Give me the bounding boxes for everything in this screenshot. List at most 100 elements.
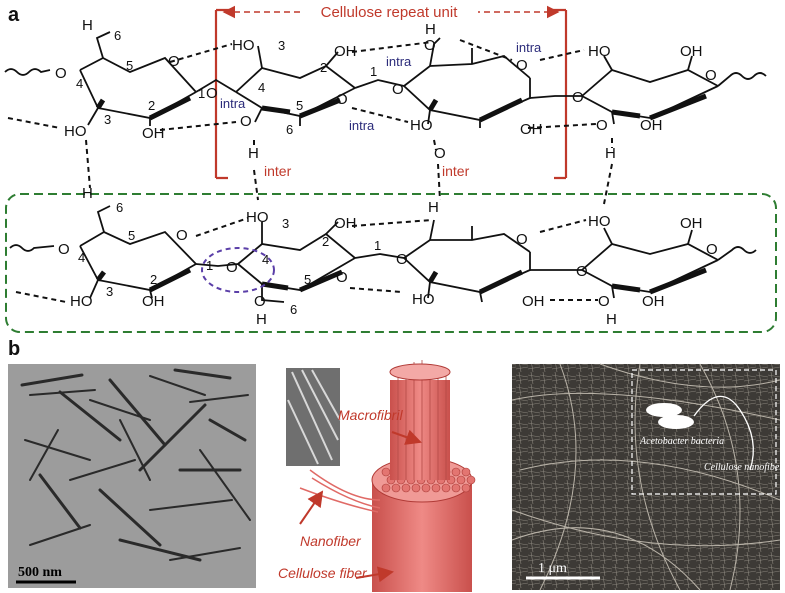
carbon-number: 2 bbox=[320, 60, 327, 75]
bottom-hydrogen-bonds bbox=[15, 217, 598, 303]
atom-label: HO bbox=[410, 117, 433, 134]
atom-label: O bbox=[424, 37, 436, 54]
carbon-number: 3 bbox=[106, 284, 113, 299]
atom-label: O bbox=[706, 241, 718, 258]
atom-label: OH bbox=[142, 125, 165, 142]
atom-label: O bbox=[576, 263, 588, 280]
atom-label: O bbox=[58, 241, 70, 258]
cellulose-structure: Cellulose repeat unit bbox=[4, 2, 777, 333]
intra-label: intra bbox=[386, 54, 412, 69]
intra-label: intra bbox=[516, 40, 542, 55]
bottom-chain-bonds bbox=[9, 205, 757, 303]
atom-label: OH bbox=[522, 293, 545, 310]
inter-label: inter bbox=[264, 163, 292, 179]
atom-label: H bbox=[82, 17, 93, 34]
atom-label: O bbox=[516, 231, 528, 248]
tem-scale-label: 500 nm bbox=[18, 565, 62, 580]
fibril-cross-section bbox=[451, 483, 461, 493]
repeat-unit-bracket bbox=[214, 8, 568, 180]
atom-label: O bbox=[336, 269, 348, 286]
carbon-number: 5 bbox=[296, 98, 303, 113]
atom-label: O bbox=[396, 251, 408, 268]
atom-label: O bbox=[240, 113, 252, 130]
carbon-number: 3 bbox=[104, 112, 111, 127]
fibril-cross-section bbox=[381, 467, 391, 477]
carbon-number: 4 bbox=[78, 250, 85, 265]
carbon-number: 4 bbox=[76, 76, 83, 91]
atom-label: OH bbox=[334, 215, 357, 232]
carbon-number: 1 bbox=[374, 238, 381, 253]
atom-label: OH bbox=[142, 293, 165, 310]
bottom-chain-atoms: H O O HO OH O HO OH O H O O H O HO OH O … bbox=[58, 185, 718, 328]
atom-label: O bbox=[392, 81, 404, 98]
atom-label: H bbox=[248, 145, 259, 162]
tem-micrograph: 500 nm bbox=[8, 364, 256, 588]
nanofibers-label: Cellulose nanofibers bbox=[704, 462, 785, 473]
atom-label: O bbox=[206, 85, 218, 102]
fibril-cross-section bbox=[461, 483, 471, 493]
atom-label: O bbox=[598, 293, 610, 310]
carbon-number: 6 bbox=[114, 28, 121, 43]
macrofibril-body bbox=[390, 380, 450, 480]
atom-label: HO bbox=[70, 293, 93, 310]
atom-label: O bbox=[176, 227, 188, 244]
atom-label: H bbox=[425, 21, 436, 38]
carbon-number: 5 bbox=[304, 272, 311, 287]
atom-label: H bbox=[256, 311, 267, 328]
atom-label: HO bbox=[588, 213, 611, 230]
bottom-chain-carbon-numbers: 6 5 4 3 2 1 4 3 2 1 5 6 bbox=[78, 200, 381, 317]
fibril-cross-section bbox=[431, 483, 441, 493]
atom-label: OH bbox=[334, 43, 357, 60]
panel-a-letter: a bbox=[8, 4, 20, 26]
fiber-hierarchy-illustration: Macrofibril Nanofiber Cellulose fiber bbox=[278, 360, 476, 592]
inter-labels: inter inter bbox=[264, 163, 470, 179]
carbon-number: 4 bbox=[258, 80, 265, 95]
carbon-number: 6 bbox=[290, 302, 297, 317]
atom-label: H bbox=[606, 311, 617, 328]
atom-label: O bbox=[596, 117, 608, 134]
intra-label: intra bbox=[349, 118, 375, 133]
carbon-number: 3 bbox=[282, 216, 289, 231]
carbon-number: 4 bbox=[262, 252, 269, 267]
intra-label: intra bbox=[220, 96, 246, 111]
carbon-number: 3 bbox=[278, 38, 285, 53]
fibril-cross-section bbox=[421, 483, 431, 493]
carbon-number: 1 bbox=[370, 64, 377, 79]
atom-label: HO bbox=[232, 37, 255, 54]
top-chain-carbon-numbers: 6 5 4 3 2 1 3 2 1 4 5 6 bbox=[76, 28, 377, 137]
fibril-cross-section bbox=[381, 483, 391, 493]
atom-label: O bbox=[254, 293, 266, 310]
atom-label: OH bbox=[680, 215, 703, 232]
cellulose-fiber-label: Cellulose fiber bbox=[278, 565, 368, 581]
atom-label: O bbox=[55, 65, 67, 82]
fibril-cross-section bbox=[451, 467, 461, 477]
atom-label: H bbox=[428, 199, 439, 216]
atom-label: H bbox=[82, 185, 93, 202]
panel-b-letter: b bbox=[8, 338, 21, 360]
carbon-number: 2 bbox=[322, 234, 329, 249]
second-chain-box bbox=[5, 193, 777, 333]
fibril-cross-section bbox=[441, 483, 451, 493]
fibril-cross-section bbox=[466, 475, 476, 485]
fibril-cross-section bbox=[401, 483, 411, 493]
inter-label: inter bbox=[442, 163, 470, 179]
fibril-cross-section bbox=[456, 475, 466, 485]
top-chain-bonds bbox=[4, 31, 767, 128]
sem-scale-label: 1 μm bbox=[538, 561, 567, 576]
carbon-number: 1 bbox=[198, 86, 205, 101]
atom-label: O bbox=[516, 57, 528, 74]
atom-label: O bbox=[572, 89, 584, 106]
sem-inset-box bbox=[631, 369, 777, 495]
bacteria-cell bbox=[646, 403, 682, 417]
intra-labels: intra intra intra intra bbox=[220, 40, 542, 133]
sem-micrograph: Acetobacter bacteria Cellulose nanofiber… bbox=[511, 363, 785, 591]
atom-label: H bbox=[605, 145, 616, 162]
atom-label: HO bbox=[412, 291, 435, 308]
bacteria-label: Acetobacter bacteria bbox=[639, 436, 724, 447]
carbon-number: 5 bbox=[128, 228, 135, 243]
carbon-number: 2 bbox=[148, 98, 155, 113]
atom-label: O bbox=[705, 67, 717, 84]
atom-label: HO bbox=[64, 123, 87, 140]
carbon-number: 6 bbox=[116, 200, 123, 215]
